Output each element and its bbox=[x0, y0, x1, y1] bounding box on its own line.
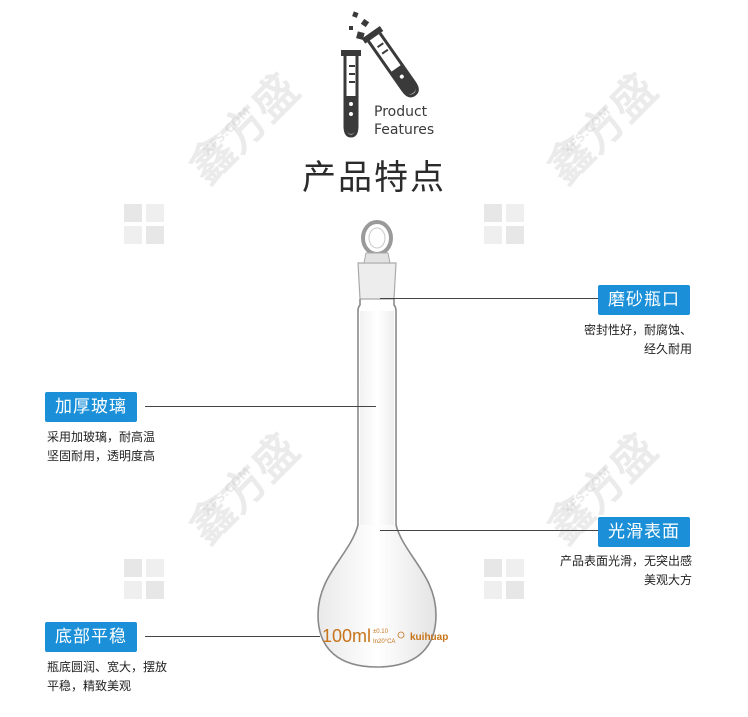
callout-line-ground-glass bbox=[380, 298, 598, 299]
feature-desc-line: 坚固耐用，透明度高 bbox=[47, 449, 156, 463]
feature-tag-smooth-surface: 光滑表面 bbox=[598, 517, 690, 547]
feature-desc-line: 美观大方 bbox=[643, 573, 692, 587]
feature-desc-line: 经久耐用 bbox=[643, 342, 692, 356]
feature-desc-line: 平稳，精致美观 bbox=[47, 679, 132, 693]
feature-tag-flat-bottom: 底部平稳 bbox=[45, 622, 137, 652]
product-label-line2: Features bbox=[374, 122, 435, 138]
feature-desc-thick-glass: 采用加玻璃，耐高温 坚固耐用，透明度高 bbox=[47, 428, 247, 466]
flask-brand-label: kuihuap bbox=[410, 632, 448, 643]
callout-line-thick-glass bbox=[145, 406, 376, 407]
feature-tag-ground-glass: 磨砂瓶口 bbox=[598, 285, 690, 315]
product-features-label: Product Features bbox=[374, 103, 434, 139]
feature-tag-thick-glass: 加厚玻璃 bbox=[45, 392, 137, 422]
feature-desc-line: 密封性好，耐腐蚀、 bbox=[583, 323, 692, 337]
watermark-logo-icon bbox=[484, 559, 524, 599]
feature-desc-line: 产品表面光滑，无突出感 bbox=[559, 554, 692, 568]
watermark-logo-icon bbox=[124, 559, 164, 599]
callout-line-flat-bottom bbox=[145, 636, 320, 637]
watermark-logo-icon bbox=[484, 204, 524, 244]
flask-tolerance-label: ±0.10 bbox=[373, 629, 389, 635]
feature-desc-flat-bottom: 瓶底圆润、宽大，摆放 平稳，精致美观 bbox=[47, 658, 247, 696]
flask-bulb bbox=[317, 524, 437, 668]
page-title: 产品特点 bbox=[302, 158, 446, 198]
feature-desc-ground-glass: 密封性好，耐腐蚀、 经久耐用 bbox=[530, 321, 692, 359]
volumetric-flask: 100ml ±0.10 In20°CA kuihuap bbox=[317, 220, 448, 668]
ground-glass-stopper bbox=[357, 262, 397, 300]
flask-volume-label: 100ml bbox=[322, 626, 371, 646]
watermark-logo-icon bbox=[124, 204, 164, 244]
test-tube-icon bbox=[341, 11, 419, 138]
flask-temp-label: In20°CA bbox=[373, 639, 395, 645]
feature-desc-line: 采用加玻璃，耐高温 bbox=[47, 430, 156, 444]
feature-desc-smooth-surface: 产品表面光滑，无突出感 美观大方 bbox=[500, 552, 692, 590]
feature-desc-line: 瓶底圆润、宽大，摆放 bbox=[47, 660, 168, 674]
callout-line-smooth-surface bbox=[380, 530, 598, 531]
product-label-line1: Product bbox=[374, 104, 428, 120]
